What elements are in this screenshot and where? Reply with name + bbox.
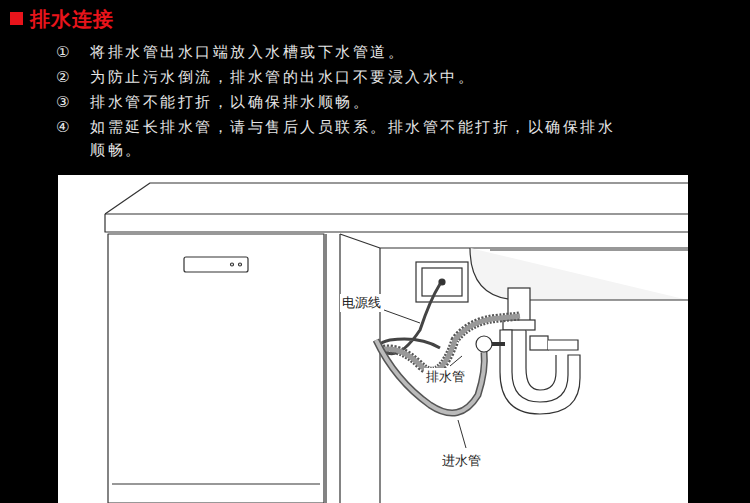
illustration-panel [58,175,688,503]
sink-trap [500,288,580,414]
socket [416,262,468,302]
item-number: ③ [56,91,72,114]
cabinet-drawing [105,183,688,503]
title-marker [10,12,23,25]
hoses [376,284,520,413]
part-label: 进水管 [440,452,483,470]
instruction-text: 排水管不能打折，以确保排水顺畅。 [90,91,370,114]
part-label: 电源线 [340,294,383,312]
item-number: ④ [56,116,72,139]
section-title: 排水连接 [30,6,114,33]
instruction-text: 为防止污水倒流，排水管的出水口不要浸入水中。 [90,66,475,89]
part-label: 排水管 [424,368,467,386]
item-number: ① [56,41,72,64]
leader-lines [384,310,466,448]
instruction-text: 如需延长排水管，请与售后人员联系。排水管不能打折，以确保排水 顺畅。 [90,116,630,162]
instruction-text: 将排水管出水口端放入水槽或下水管道。 [90,41,405,64]
item-number: ② [56,66,72,89]
